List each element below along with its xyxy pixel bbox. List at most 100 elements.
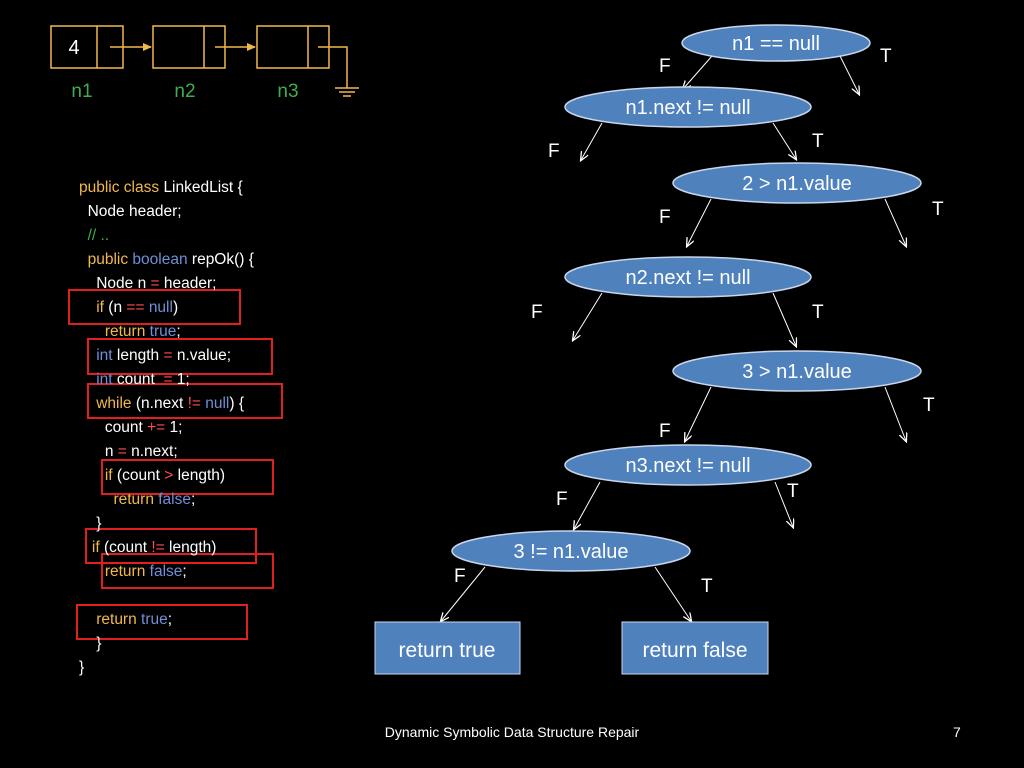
code-token: Node header; bbox=[79, 203, 182, 220]
code-line: public class LinkedList { bbox=[79, 176, 254, 200]
highlight-box bbox=[101, 459, 274, 495]
code-token: null bbox=[148, 299, 173, 316]
code-token: return bbox=[79, 611, 142, 628]
false-label: F bbox=[548, 141, 560, 162]
code-token: true bbox=[149, 323, 177, 340]
code-line: if (count != length) bbox=[79, 536, 254, 560]
code-token: return bbox=[79, 491, 159, 508]
code-token: 1; bbox=[172, 371, 190, 388]
code-token: = bbox=[163, 371, 173, 388]
code-token: != bbox=[187, 395, 201, 412]
code-token: (count bbox=[116, 467, 165, 484]
code-token: // .. bbox=[79, 227, 110, 244]
code-line: return false; bbox=[79, 560, 254, 584]
code-token: length bbox=[116, 347, 164, 364]
code-line bbox=[79, 584, 254, 608]
false-label: F bbox=[659, 56, 671, 77]
code-token: (count bbox=[103, 539, 152, 556]
true-label: T bbox=[812, 131, 824, 152]
code-token: = bbox=[163, 347, 173, 364]
code-token: while bbox=[79, 395, 136, 412]
condition-text: 3 != n1.value bbox=[513, 541, 628, 563]
page-number: 7 bbox=[953, 724, 961, 740]
true-label: T bbox=[701, 576, 713, 597]
code-token: count bbox=[116, 371, 164, 388]
highlight-box bbox=[87, 338, 273, 375]
tree-node: 2 > n1.value bbox=[672, 162, 922, 204]
condition-text: n1.next != null bbox=[625, 97, 750, 119]
code-token: length) bbox=[164, 539, 217, 556]
tree-node: n1 == null bbox=[681, 24, 871, 62]
code-line: } bbox=[79, 512, 254, 536]
node-label-n1: n1 bbox=[71, 81, 92, 102]
code-token: boolean bbox=[132, 251, 192, 268]
code-token: repOk() { bbox=[191, 251, 254, 268]
code-token: } bbox=[79, 635, 102, 652]
true-label: T bbox=[812, 302, 824, 323]
condition-text: n2.next != null bbox=[625, 267, 750, 289]
code-token: false bbox=[158, 491, 191, 508]
code-token: (n.next bbox=[135, 395, 188, 412]
code-token: n bbox=[79, 443, 118, 460]
footer-title: Dynamic Symbolic Data Structure Repair bbox=[384, 724, 640, 740]
highlight-box bbox=[68, 289, 241, 325]
condition-ellipse bbox=[564, 256, 812, 298]
true-label: T bbox=[923, 395, 935, 416]
tree-node: 3 > n1.value bbox=[672, 350, 922, 392]
highlight-box bbox=[101, 553, 274, 589]
result-return-false: return false bbox=[621, 621, 769, 675]
code-token: ; bbox=[182, 563, 187, 580]
code-token: } bbox=[79, 515, 102, 532]
code-token: = bbox=[150, 275, 160, 292]
condition-ellipse bbox=[564, 86, 812, 128]
result-text: return true bbox=[399, 639, 496, 662]
code-token: length) bbox=[173, 467, 226, 484]
code-token: int bbox=[79, 371, 117, 388]
node-label-n3: n3 bbox=[277, 81, 298, 102]
highlight-box bbox=[85, 528, 257, 564]
highlight-box bbox=[87, 383, 283, 419]
code-token: if bbox=[79, 539, 104, 556]
node-box-n2 bbox=[152, 25, 226, 69]
code-line: n = n.next; bbox=[79, 440, 254, 464]
code-token: if bbox=[79, 467, 117, 484]
node-value: 4 bbox=[68, 37, 79, 59]
result-text: return false bbox=[642, 639, 747, 662]
code-line: return true; bbox=[79, 320, 254, 344]
highlight-box bbox=[76, 604, 248, 640]
code-line: while (n.next != null) { bbox=[79, 392, 254, 416]
tree-node: n3.next != null bbox=[564, 444, 812, 486]
code-token: ; bbox=[176, 323, 181, 340]
tree-edges bbox=[441, 55, 906, 621]
tree-node: n2.next != null bbox=[564, 256, 812, 298]
code-token: public class bbox=[79, 179, 164, 196]
false-label: F bbox=[454, 566, 466, 587]
code-token: ; bbox=[167, 611, 173, 628]
null-ground-line bbox=[318, 46, 348, 88]
code-token: true bbox=[141, 611, 168, 628]
code-token: } bbox=[79, 659, 85, 676]
tree-node: 3 != n1.value bbox=[451, 530, 691, 572]
branch-labels: F T F T F T F T F T F T F T bbox=[454, 46, 944, 597]
code-highlight-boxes bbox=[68, 289, 283, 640]
code-token: > bbox=[164, 467, 174, 484]
code-token: == bbox=[126, 299, 145, 316]
condition-ellipse bbox=[681, 24, 871, 62]
code-token: if bbox=[79, 299, 109, 316]
code-token: LinkedList { bbox=[163, 179, 243, 196]
code-token: false bbox=[149, 563, 183, 580]
condition-ellipse bbox=[564, 444, 812, 486]
node-label-n2: n2 bbox=[174, 81, 195, 102]
code-token: n.value; bbox=[172, 347, 232, 364]
code-line: // .. bbox=[79, 224, 254, 248]
code-token: 1; bbox=[165, 419, 183, 436]
code-token: != bbox=[151, 539, 165, 556]
condition-text: n1 == null bbox=[732, 33, 820, 55]
condition-ellipse bbox=[451, 530, 691, 572]
code-token: int bbox=[79, 347, 117, 364]
code-line: Node n = header; bbox=[79, 272, 254, 296]
code-token: return bbox=[79, 563, 150, 580]
code-listing: public class LinkedList { Node header; /… bbox=[79, 176, 254, 680]
code-token: return bbox=[79, 323, 150, 340]
code-line: Node header; bbox=[79, 200, 254, 224]
